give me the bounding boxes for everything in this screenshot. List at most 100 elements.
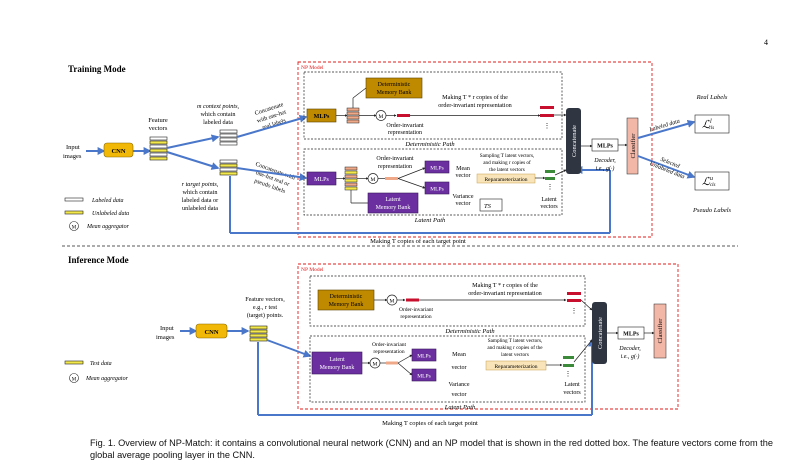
lat-order-invariant-1: Order-invariant	[376, 156, 414, 162]
legend-test-data-label: Test data	[90, 361, 112, 367]
latent-vectors-ellipsis: ⋮	[547, 183, 554, 191]
inference-mode-title: Inference Mode	[68, 255, 129, 265]
lat-vec-split-down	[397, 178, 426, 189]
concatenate-label-training: Concatenate	[571, 125, 578, 157]
inf-lat-agg-symbol: M	[373, 362, 378, 368]
latent-path-label-inference: Latent Path	[444, 404, 476, 411]
concatenate-label-inference: Concatenate	[597, 317, 604, 349]
legend-mean-aggregator-icon	[69, 221, 79, 231]
decoder-label-inference-1: Decoder,	[618, 346, 641, 352]
feature-split-arrow-down	[166, 151, 220, 170]
inf-mean-mlps	[411, 348, 437, 362]
lat-vec-split-up	[397, 167, 426, 179]
inf-var-mlps	[411, 368, 437, 382]
feature-vectors-stack	[149, 136, 168, 161]
inf-feature-vectors-2: e.g., r test	[253, 304, 278, 311]
making-t-copies-training: Making T copies of each target point	[370, 238, 466, 245]
inf-det-copies-bar-2	[567, 299, 581, 302]
inf-latent-vector-bar-1	[563, 356, 574, 359]
np-model-box-inference	[297, 263, 679, 410]
inf-mean-vector-2: vector	[452, 365, 467, 371]
legend-inf-mean-aggregator-icon	[69, 373, 79, 383]
inf-input-images-2: images	[156, 334, 175, 341]
inf-det-representation-bar	[406, 298, 419, 302]
var-vector-label-1: Variance	[453, 194, 474, 200]
inf-latent-vectors-1: Latent	[564, 382, 580, 388]
unlabeled-branch-arrow	[637, 155, 696, 179]
training-mode-title: Training Mode	[68, 64, 126, 74]
reparameterization-label-inference: Reparameterization	[494, 364, 537, 370]
inf-lat-representation-bar	[386, 361, 398, 365]
det-bank-arrow-connect	[352, 87, 367, 99]
classifier-block-training	[626, 117, 639, 175]
decoder-mlps-label-inference: MLPs	[623, 332, 639, 338]
ts-box	[479, 198, 503, 212]
det-representation-bar	[397, 114, 410, 117]
inf-lat-split-up	[397, 354, 413, 364]
classifier-label-inference: Classifier	[657, 318, 664, 344]
page-number: 4	[764, 38, 768, 47]
r-target-label-3: labeled data or	[182, 197, 218, 204]
decoder-label-training-1: Decoder,	[593, 158, 616, 164]
legend-test-data-swatch	[64, 360, 84, 365]
inf-latent-bank-label-2: Memory Bank	[320, 365, 355, 371]
sampling-label-3: the latent vectors	[489, 167, 524, 173]
lat-embedding-stack	[344, 166, 358, 191]
inf-det-copies-bar-1	[567, 292, 581, 295]
det-make-copies-1: Making T * r copies of the	[442, 94, 508, 101]
lat-order-invariant-2: representation	[378, 164, 412, 170]
ts-symbol: TS	[484, 203, 492, 210]
feature-split-arrow-up	[166, 134, 220, 149]
context-to-mlps-arrow	[236, 114, 308, 138]
lat-mean-mlps	[424, 160, 450, 174]
legend-inf-agg-symbol: M	[72, 378, 77, 383]
target-to-latent-arrow	[236, 167, 308, 182]
concatenate-block-inference	[592, 302, 607, 364]
latent-vector-bar-2	[545, 177, 555, 180]
input-images-label-2: images	[63, 153, 82, 160]
labeled-branch-arrow	[637, 119, 696, 139]
inf-test-points-stack	[249, 325, 268, 342]
sampling-label-2: and making r copies of	[483, 159, 531, 166]
inf-sampling-2: and making r copies of the	[487, 344, 543, 351]
inf-mean-mlps-label: MLPs	[417, 354, 430, 360]
mean-vector-label-1: Mean	[456, 166, 470, 172]
m-context-label-3: labeled data	[203, 119, 233, 126]
inf-det-order-invariant-1: Order-invariant	[399, 307, 434, 313]
inf-latent-ellipsis: ⋮	[565, 370, 572, 378]
inf-var-mlps-label: MLPs	[417, 374, 430, 380]
r-target-label-1: r target points,	[182, 181, 219, 188]
reparameterization-box-training	[476, 173, 536, 184]
lat-mean-mlps-label: MLPs	[430, 166, 443, 172]
latent-to-concat	[554, 169, 567, 176]
det-order-invariant-1: Order-invariant	[386, 123, 424, 129]
r-target-label-4: unlabeled data	[182, 205, 218, 212]
latent-vectors-label-2: vectors	[540, 204, 558, 210]
inf-var-vector-2: vector	[452, 392, 467, 398]
inf-latent-to-concat	[573, 339, 593, 363]
det-embedding-stack	[346, 107, 360, 124]
np-match-figure: Training Mode NP Model Input images CNN …	[62, 61, 738, 427]
making-t-copies-inference: Making T copies of each target point	[382, 420, 478, 427]
latent-path-box-training	[303, 148, 563, 216]
deterministic-path-box-training	[303, 71, 563, 140]
lat-var-mlps-label: MLPs	[430, 187, 443, 193]
decoder-label-inference-2: i.e., g(·)	[621, 353, 640, 360]
det-mlps-label: MLPs	[314, 114, 330, 120]
lat-mlps-label: MLPs	[314, 177, 329, 183]
deterministic-path-box-inference	[309, 275, 586, 327]
legend-agg-symbol: M	[72, 226, 77, 231]
det-agg-symbol: M	[379, 114, 384, 120]
inf-mean-vector-1: Mean	[452, 352, 466, 358]
inf-make-copies-2: order-invariant representation	[468, 290, 542, 297]
inf-var-vector-1: Variance	[449, 382, 470, 388]
decoder-mlps-label-training: MLPs	[597, 144, 613, 150]
inf-latent-vector-bar-2	[563, 364, 574, 367]
target-points-stack	[219, 159, 238, 176]
inf-det-order-invariant-2: representation	[400, 314, 431, 320]
inf-feature-vectors-1: Feature vectors,	[245, 296, 285, 303]
concatenate-block-training	[566, 108, 581, 174]
inf-det-bank-label-1: Deterministic	[330, 294, 363, 300]
